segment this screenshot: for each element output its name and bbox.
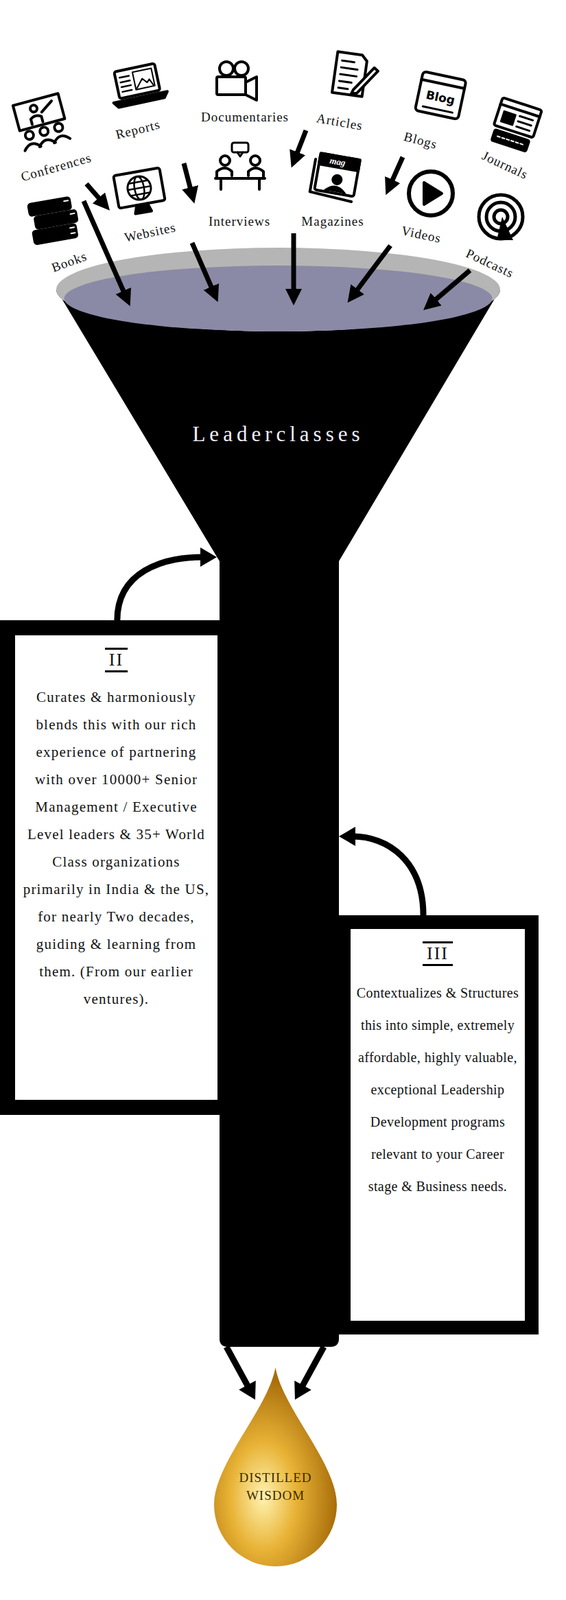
source-label: Blogs — [402, 128, 439, 153]
step-text: Contextualizes & Structures this into si… — [356, 976, 520, 1203]
connector-line — [352, 836, 424, 916]
wisdom-drop: DISTILLED WISDOM — [214, 1367, 337, 1567]
arrow-head — [294, 1380, 312, 1400]
funnel-label: Leaderclasses — [56, 419, 501, 450]
step-box: III Contextualizes & Structures this into… — [336, 915, 539, 1335]
source-label: Conferences — [19, 150, 94, 185]
step-text: Curates & harmoniously blends this with … — [21, 683, 211, 1013]
source-label: Reports — [113, 116, 162, 143]
drop-shape — [214, 1367, 337, 1567]
connector-arrow — [117, 547, 217, 621]
connector-line — [301, 1346, 324, 1388]
step-numeral: II — [104, 647, 128, 673]
camera-icon — [216, 61, 257, 101]
books-icon — [28, 196, 80, 245]
connector-arrow — [294, 1346, 324, 1400]
source-label: Articles — [315, 110, 365, 134]
step-box: II Curates & harmoniously blends this wit… — [0, 620, 233, 1115]
magazine-icon — [309, 152, 361, 202]
blog-icon — [415, 71, 467, 120]
source-label: Websites — [122, 219, 178, 245]
source-label: Videos — [399, 222, 443, 247]
podcast-icon — [478, 194, 523, 241]
step-numeral: III — [422, 941, 453, 966]
conference-icon — [13, 93, 70, 151]
arrow-head — [338, 826, 356, 846]
interview-icon — [215, 142, 265, 190]
journal-icon — [489, 97, 542, 152]
source-arrows — [83, 130, 470, 306]
source-label: Journals — [479, 148, 531, 183]
drop-label: DISTILLED WISDOM — [224, 1468, 328, 1505]
connector-line — [226, 1346, 249, 1388]
source-label: Interviews — [208, 214, 271, 230]
connector-arrow — [226, 1346, 256, 1400]
laptop-icon — [107, 61, 169, 108]
source-label: Magazines — [301, 214, 364, 230]
article-icon — [332, 51, 381, 99]
connector-arrow — [338, 826, 424, 916]
connector-line — [117, 557, 204, 621]
source-label: Documentaries — [201, 109, 289, 125]
website-icon — [113, 168, 167, 217]
video-icon — [408, 171, 453, 216]
arrow-head — [238, 1380, 256, 1400]
